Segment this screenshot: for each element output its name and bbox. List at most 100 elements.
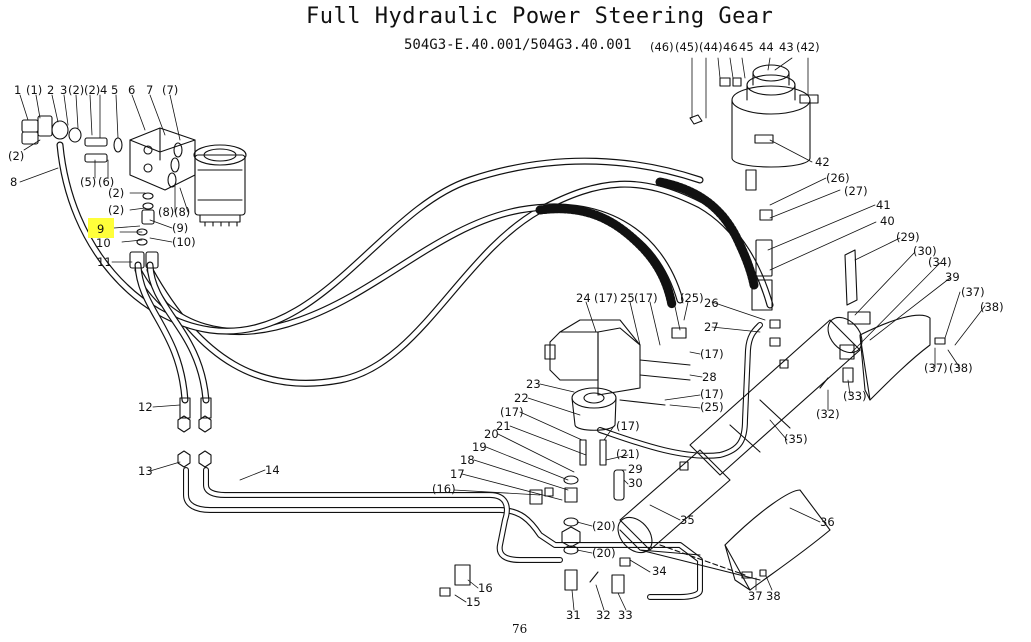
hose-long-upper (146, 180, 774, 387)
callout-33-paren: (33) (843, 389, 867, 403)
callout-17-paren-a: (17) (594, 291, 618, 305)
callout-26: 26 (704, 296, 719, 310)
callout-42: 42 (815, 155, 830, 169)
callout-1: 1 (14, 83, 21, 97)
diagram-title: Full Hydraulic Power Steering Gear (306, 4, 774, 29)
callout-32-paren: (32) (816, 407, 840, 421)
callout-17-paren-f: (17) (616, 419, 640, 433)
callout-7-paren: (7) (162, 83, 178, 97)
hose-left-vertical-a (134, 261, 189, 404)
callout-20: 20 (484, 427, 499, 441)
callout-24: 24 (576, 291, 591, 305)
callout-25-paren-b: (25) (700, 400, 724, 414)
callout-7: 7 (146, 83, 153, 97)
callout-31: 31 (566, 608, 581, 622)
callout-38: 38 (766, 589, 781, 603)
callout-21: 21 (496, 419, 511, 433)
callout-41: 41 (876, 198, 891, 212)
callout-36: 36 (820, 515, 835, 529)
leader-lines (19, 57, 986, 611)
callout-14: 14 (265, 463, 280, 477)
callout-11: 11 (97, 255, 112, 269)
callout-21-paren: (21) (616, 447, 640, 461)
callout-5-paren: (5) (80, 175, 96, 189)
callout-38-paren: (38) (980, 300, 1004, 314)
callout-37-paren-b: (37) (924, 361, 948, 375)
callout-17-paren-d: (17) (700, 387, 724, 401)
callout-2: 2 (47, 83, 54, 97)
hose-long-middle (134, 203, 684, 335)
highlighted-part-9 (88, 218, 114, 238)
hose-end-fittings (177, 397, 212, 468)
callout-25-paren: (25) (680, 291, 704, 305)
callout-25: 25 (620, 291, 635, 305)
callout-17: 17 (450, 467, 465, 481)
callout-13: 13 (138, 464, 153, 478)
callout-3: 3 (60, 83, 67, 97)
callout-2-paren-e: (2) (108, 203, 124, 217)
callout-4: 4 (100, 83, 107, 97)
callout-9: 9 (97, 222, 104, 236)
callout-35: 35 (680, 513, 695, 527)
callout-8-paren-b: (8) (174, 205, 190, 219)
callout-26-paren: (26) (826, 171, 850, 185)
hose-to-steering-unit-top (56, 141, 704, 335)
callout-34-paren: (34) (928, 255, 952, 269)
callout-27: 27 (704, 320, 719, 334)
callout-40: 40 (880, 214, 895, 228)
steel-pipe-cylinder-feed (597, 322, 763, 459)
callout-23: 23 (526, 377, 541, 391)
callout-6-paren: (6) (98, 175, 114, 189)
callout-1-paren: (1) (26, 83, 42, 97)
power-cylinder-upper (689, 316, 863, 476)
callout-42-paren: (42) (796, 40, 820, 54)
callout-15: 15 (466, 595, 481, 609)
callout-44-paren: (44) (699, 40, 723, 54)
callout-12: 12 (138, 400, 153, 414)
callout-10: 10 (96, 236, 111, 250)
callout-46-paren: (46) (650, 40, 674, 54)
callout-45-paren: (45) (675, 40, 699, 54)
callout-30: 30 (628, 476, 643, 490)
callout-5: 5 (111, 83, 118, 97)
callout-30-paren: (30) (913, 244, 937, 258)
page-number: 76 (512, 622, 528, 636)
valve-block (544, 319, 781, 431)
callout-28: 28 (702, 370, 717, 384)
hose-armor-sleeve-upper (535, 177, 759, 310)
callout-10-paren: (10) (172, 235, 196, 249)
callout-37: 37 (748, 589, 763, 603)
callout-16: 16 (478, 581, 493, 595)
callout-37-paren: (37) (961, 285, 985, 299)
callout-34: 34 (652, 564, 667, 578)
steel-pipe-lower (183, 467, 703, 600)
callout-22: 22 (514, 391, 529, 405)
callout-45: 45 (739, 40, 754, 54)
callout-20-paren-b: (20) (592, 546, 616, 560)
callout-46: 46 (723, 40, 738, 54)
callout-17-paren-e: (17) (500, 405, 524, 419)
cylinder-guard-upper (844, 249, 931, 401)
callout-17-paren-b: (17) (634, 291, 658, 305)
model-code: 504G3-E.40.001/504G3.40.001 (404, 37, 632, 53)
callout-29-paren: (29) (896, 230, 920, 244)
hose-left-vertical-b (146, 261, 210, 404)
callout-33: 33 (618, 608, 633, 622)
callout-2-paren-d: (2) (108, 186, 124, 200)
callout-29: 29 (628, 462, 643, 476)
callout-38-paren-b: (38) (949, 361, 973, 375)
callout-18: 18 (460, 453, 475, 467)
callout-16-paren: (16) (432, 482, 456, 496)
callout-2-paren-b: (2) (84, 83, 100, 97)
oil-tank (689, 64, 819, 311)
power-cylinder-lower (617, 449, 761, 581)
steering-unit (129, 127, 247, 227)
callout-27-paren: (27) (844, 184, 868, 198)
callout-43: 43 (779, 40, 794, 54)
callout-labels: 1 (1) 2 3 (2) (2) 4 5 6 7 (7) (2) 8 (5) … (8, 40, 1004, 622)
cylinder-guard-lower (724, 489, 831, 591)
callout-19: 19 (472, 440, 487, 454)
callout-32: 32 (596, 608, 611, 622)
